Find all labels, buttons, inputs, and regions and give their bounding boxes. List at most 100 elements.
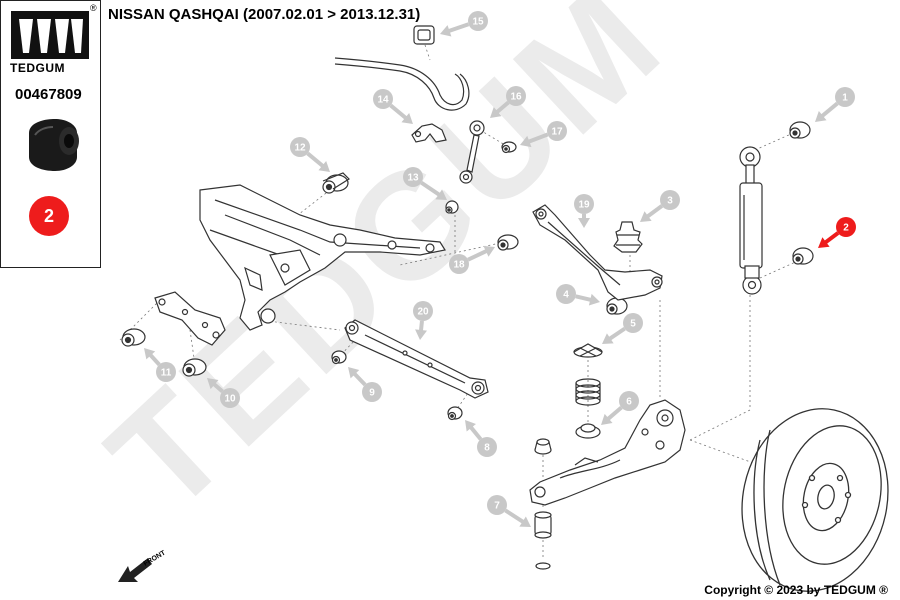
callout-9: 9 [348, 367, 382, 402]
callout-11: 11 [144, 348, 176, 382]
callout-arrowhead [483, 245, 495, 257]
stabilizer-clamp [411, 123, 447, 143]
callout-number: 17 [551, 127, 563, 138]
callout-circle [290, 137, 310, 157]
callout-circle [468, 11, 488, 31]
bushing-photo-icon [29, 119, 79, 171]
part-info-panel: ® TEDGUM 00467809 2 [0, 0, 101, 268]
callout-number: 8 [484, 443, 490, 454]
callout-circle [477, 437, 497, 457]
callout-number: 5 [630, 319, 636, 330]
callout-number: 1 [842, 93, 848, 104]
callout-number: 2 [843, 223, 849, 234]
callout-leader [389, 103, 409, 122]
lateral-bracket [154, 291, 226, 346]
callout-number: 19 [578, 200, 590, 211]
copyright-text: Copyright © 2023 by TEDGUM ® [704, 583, 888, 597]
part-number: 00467809 [15, 86, 82, 103]
callout-leader [644, 204, 664, 220]
shock-absorber [739, 146, 763, 295]
callout-leader [819, 101, 839, 120]
callout-arrowhead [435, 189, 447, 200]
callout-number: 9 [369, 388, 375, 399]
callout-arrowhead [490, 106, 502, 118]
brand-name: TEDGUM [10, 61, 65, 75]
callout-number: 16 [510, 92, 522, 103]
wheel [741, 408, 889, 592]
stabilizer-link [459, 120, 485, 184]
callout-circle [487, 495, 507, 515]
callout-18: 18 [449, 245, 495, 274]
callout-circle [547, 121, 567, 141]
callout-circle [835, 87, 855, 107]
callout-12: 12 [290, 137, 330, 172]
callout-leader [445, 22, 470, 34]
callout-arrowhead [601, 413, 613, 425]
callout-circle [574, 194, 594, 214]
callout-number: 7 [494, 501, 500, 512]
callout-arrowhead [440, 25, 452, 37]
upper-control-arm [532, 204, 663, 301]
callout-arrowhead [207, 378, 219, 390]
callout-leader [605, 405, 623, 422]
callout-14: 14 [373, 89, 413, 124]
callout-circle [373, 89, 393, 109]
callout-arrowhead [520, 135, 532, 148]
callout-arrowhead [578, 218, 590, 228]
callout-1: 1 [815, 87, 855, 122]
bushings [121, 121, 814, 421]
callout-circle [413, 301, 433, 321]
trailing-arm [529, 399, 686, 506]
callout-19: 19 [574, 194, 594, 228]
coil-spring [575, 378, 601, 406]
callout-circle [660, 190, 680, 210]
callout-circle [362, 382, 382, 402]
callout-arrowhead [318, 160, 330, 172]
callout-number: 14 [377, 95, 389, 106]
callout-arrowhead [588, 293, 600, 306]
callout-16: 16 [490, 86, 526, 118]
spring-seat-upper [573, 343, 603, 358]
callout-leader [525, 132, 549, 145]
callout-number: 18 [453, 260, 465, 271]
callout-circle [556, 284, 576, 304]
callout-13: 13 [403, 167, 447, 200]
callout-number: 10 [224, 394, 236, 405]
callout-arrowhead [144, 348, 156, 360]
rear-subframe [199, 184, 446, 331]
callout-arrowhead [818, 237, 830, 248]
callout-circle [619, 391, 639, 411]
callout-5: 5 [602, 313, 643, 344]
callout-arrowhead [401, 112, 413, 124]
callout-leader [504, 508, 527, 525]
callout-3: 3 [640, 190, 680, 222]
callout-circle [836, 217, 856, 237]
callout-circle [220, 388, 240, 408]
callout-number: 20 [417, 307, 429, 318]
callout-number: 3 [667, 196, 673, 207]
callout-number: 4 [563, 290, 569, 301]
stabilizer-bracket [413, 25, 435, 45]
trailing-arm-bushing [534, 511, 552, 570]
callout-10: 10 [207, 378, 240, 408]
callout-20: 20 [413, 301, 433, 340]
tedgum-logo-icon [11, 11, 89, 59]
front-label: FRONT [143, 549, 168, 567]
callout-7: 7 [487, 495, 531, 527]
callout-number: 11 [161, 368, 172, 379]
callout-15: 15 [440, 11, 488, 37]
callout-arrowhead [519, 516, 531, 527]
callout-6: 6 [601, 391, 639, 425]
lateral-link [344, 319, 489, 399]
callout-arrowhead [415, 329, 427, 340]
callout-leader [420, 180, 443, 198]
page-title: NISSAN QASHQAI (2007.02.01 > 2013.12.31) [108, 6, 421, 23]
position-badge: 2 [29, 196, 69, 236]
callout-circle [403, 167, 423, 187]
callout-arrowhead [602, 333, 614, 344]
callout-circle [449, 254, 469, 274]
callout-arrowhead [815, 110, 827, 122]
callout-leader [606, 326, 626, 342]
